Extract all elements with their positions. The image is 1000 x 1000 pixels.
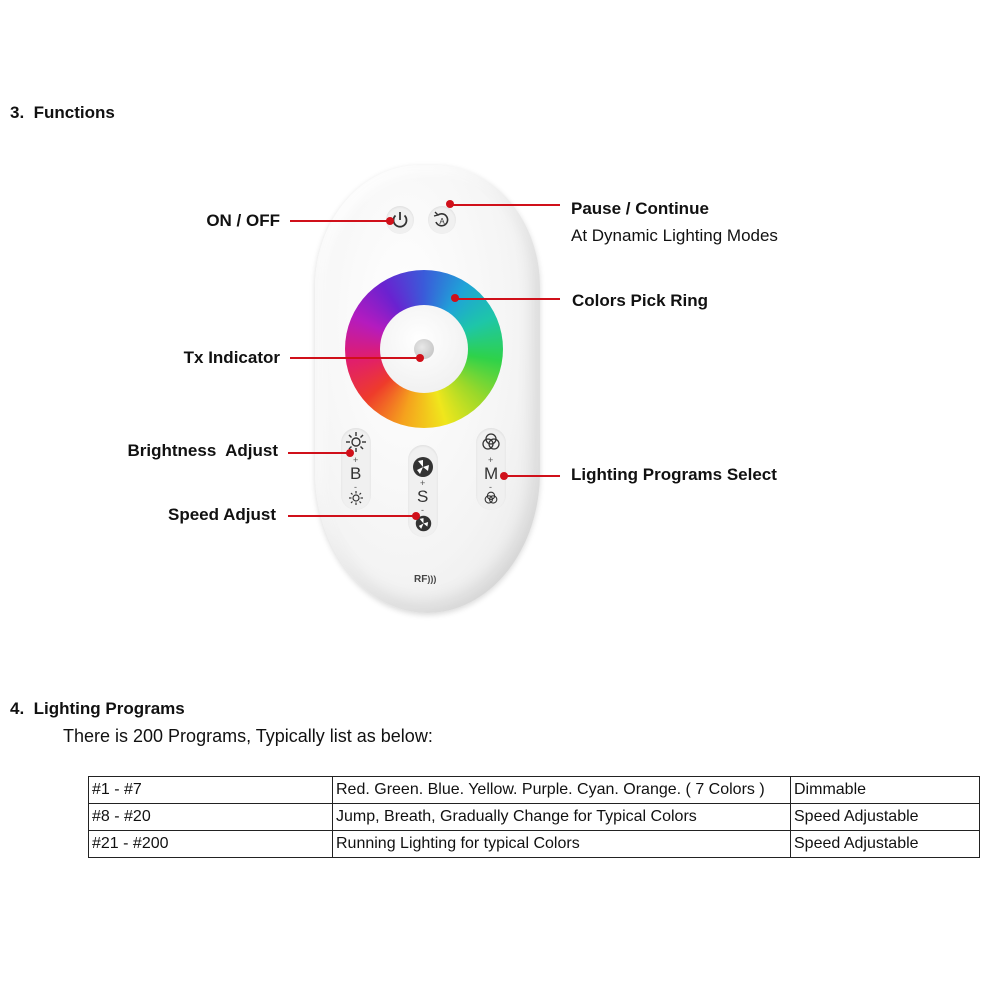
speed-label: Speed Adjust xyxy=(168,505,276,524)
section-title: Functions xyxy=(33,103,115,122)
speed-minus-mark: - xyxy=(421,505,424,515)
ring-dot xyxy=(451,294,459,302)
section-title: Lighting Programs xyxy=(33,699,185,718)
pause-continue-button[interactable]: A xyxy=(428,206,456,234)
section-number: 4. xyxy=(10,699,25,718)
speed-letter: S xyxy=(417,487,429,506)
rf-text: RF xyxy=(414,574,428,585)
brightness-minus-mark: - xyxy=(354,482,357,492)
on-off-dot xyxy=(386,217,394,225)
section-number: 3. xyxy=(10,103,25,122)
signal-waves-icon: ))) xyxy=(427,574,437,584)
pause-continue-label: Pause / Continue xyxy=(571,199,709,218)
table-row: #1 - #7 Red. Green. Blue. Yellow. Purple… xyxy=(88,776,980,804)
speed-fan-icon xyxy=(413,457,433,477)
brightness-up-icon xyxy=(346,432,366,452)
colors-ring-label: Colors Pick Ring xyxy=(572,291,709,310)
speed-dot xyxy=(412,512,420,520)
program-feature: Speed Adjustable xyxy=(790,830,980,858)
program-range: #21 - #200 xyxy=(88,830,333,858)
programs-select-label: Lighting Programs Select xyxy=(571,465,777,484)
mode-circles-small-icon xyxy=(484,491,498,504)
programs-table: #1 - #7 Red. Green. Blue. Yellow. Purple… xyxy=(88,776,980,858)
tx-pointer xyxy=(290,357,420,359)
mode-plus-mark: + xyxy=(488,455,494,465)
speed-fan-small-icon xyxy=(415,515,432,532)
program-range: #8 - #20 xyxy=(88,803,333,831)
brightness-pointer xyxy=(288,452,350,454)
programs-dot xyxy=(500,472,508,480)
brightness-label: Brightness Adjust xyxy=(127,441,279,460)
mode-circles-icon xyxy=(482,433,500,450)
program-range: #1 - #7 xyxy=(88,776,333,804)
pause-dot xyxy=(446,200,454,208)
program-description: Jump, Breath, Gradually Change for Typic… xyxy=(332,803,791,831)
program-feature: Speed Adjustable xyxy=(790,803,980,831)
table-row: #21 - #200 Running Lighting for typical … xyxy=(88,830,980,858)
brightness-down-icon xyxy=(349,491,363,505)
programs-heading: 4. Lighting Programs xyxy=(10,699,185,719)
pause-pointer xyxy=(452,204,560,206)
pause-auto-icon: A xyxy=(433,211,449,227)
functions-heading: 3. Functions xyxy=(10,103,115,123)
brightness-plus-mark: + xyxy=(353,455,359,465)
ring-pointer xyxy=(457,298,560,300)
programs-intro: There is 200 Programs, Typically list as… xyxy=(63,726,433,746)
speed-plus-mark: + xyxy=(420,478,426,488)
programs-pointer xyxy=(505,475,560,477)
on-off-pointer xyxy=(290,220,390,222)
brightness-letter: B xyxy=(350,464,362,483)
program-feature: Dimmable xyxy=(790,776,980,804)
program-description: Red. Green. Blue. Yellow. Purple. Cyan. … xyxy=(332,776,791,804)
dynamic-modes-label: At Dynamic Lighting Modes xyxy=(571,226,778,245)
rf-mark: RF))) xyxy=(414,574,436,585)
speed-pointer xyxy=(288,515,416,517)
svg-text:A: A xyxy=(439,217,445,226)
tx-indicator-label: Tx Indicator xyxy=(183,348,280,367)
on-off-label: ON / OFF xyxy=(206,211,280,230)
mode-minus-mark: - xyxy=(489,482,492,492)
mode-letter: M xyxy=(484,464,499,483)
program-description: Running Lighting for typical Colors xyxy=(332,830,791,858)
tx-dot xyxy=(416,354,424,362)
brightness-dot xyxy=(346,449,354,457)
table-row: #8 - #20 Jump, Breath, Gradually Change … xyxy=(88,803,980,831)
